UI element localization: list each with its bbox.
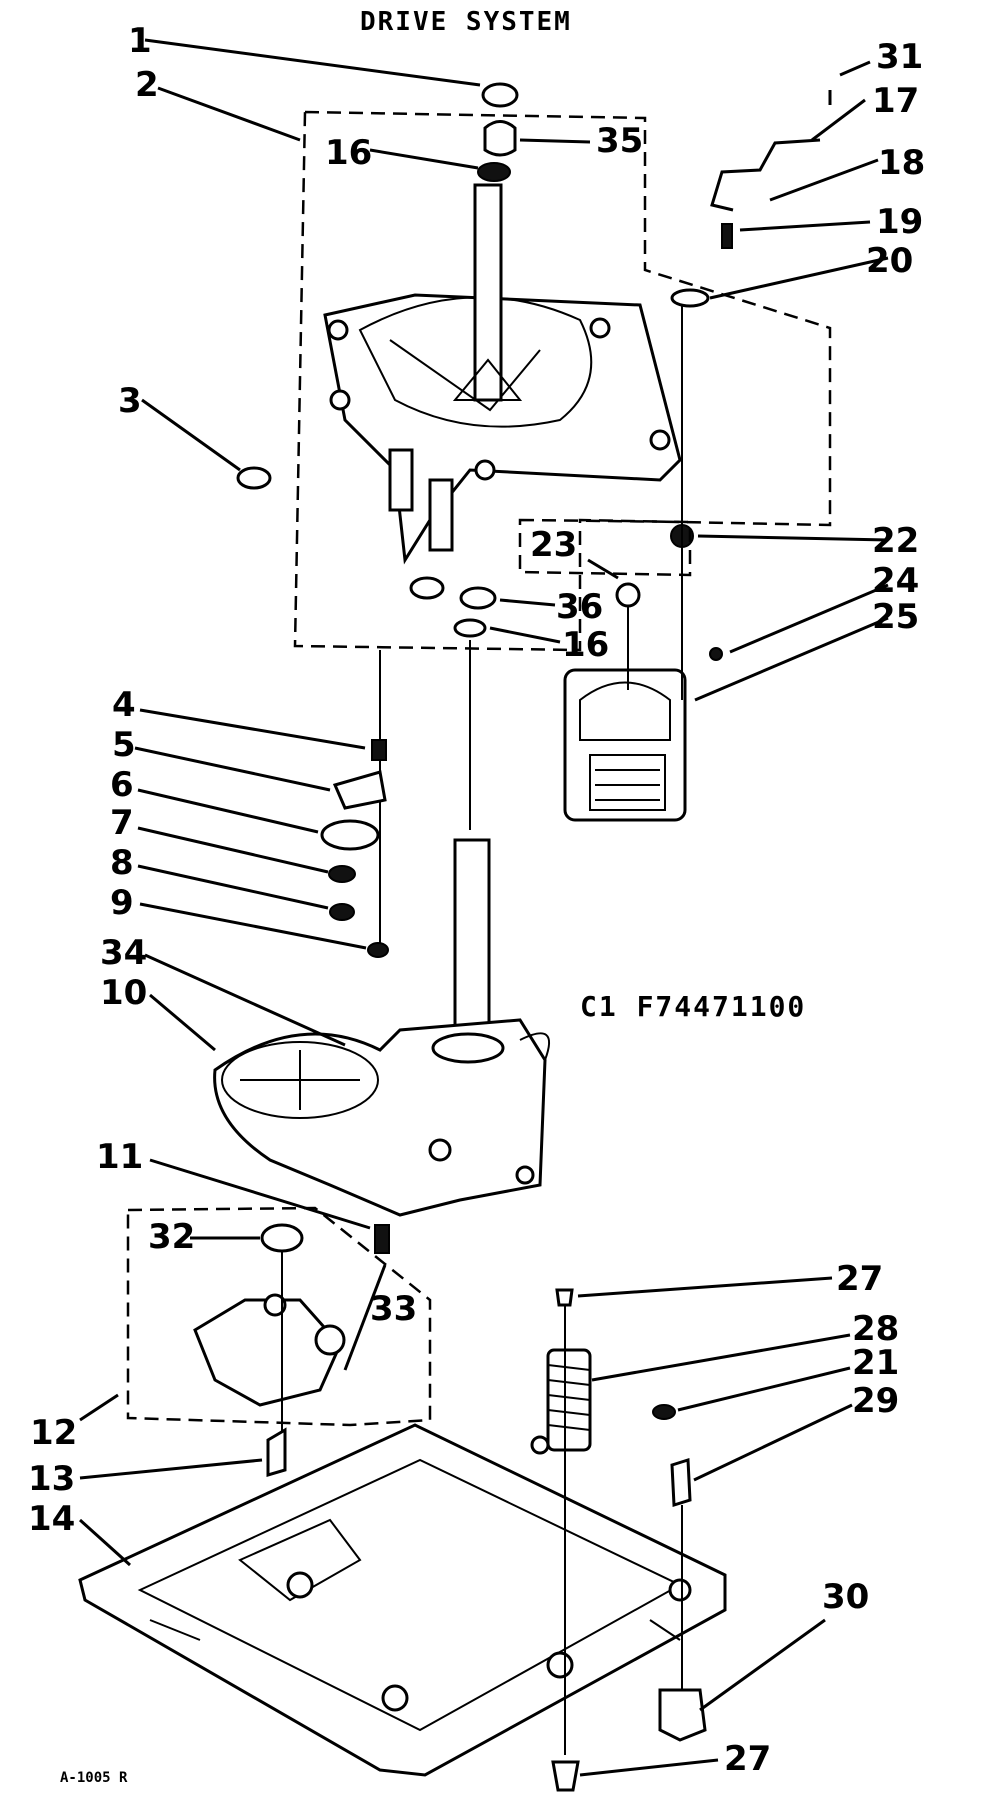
label-23: 23 xyxy=(530,525,577,565)
label-29: 29 xyxy=(852,1381,899,1421)
label-20: 20 xyxy=(866,241,913,281)
label-27-bottom: 27 xyxy=(724,1739,771,1779)
clutch-stack xyxy=(320,650,389,958)
washer-36 xyxy=(459,586,497,610)
label-9: 9 xyxy=(110,883,134,923)
diagram-title: DRIVE SYSTEM xyxy=(360,7,572,37)
label-28: 28 xyxy=(852,1309,899,1349)
label-31: 31 xyxy=(876,37,923,77)
label-30: 30 xyxy=(822,1577,869,1617)
label-35: 35 xyxy=(596,121,643,161)
catalog-code: C1 F74471100 xyxy=(580,990,806,1023)
label-21: 21 xyxy=(852,1343,899,1383)
label-12: 12 xyxy=(30,1413,77,1453)
gearcase xyxy=(213,640,550,1254)
label-33: 33 xyxy=(370,1289,417,1329)
label-25: 25 xyxy=(872,597,919,637)
label-1: 1 xyxy=(128,21,152,61)
washer-16 xyxy=(453,618,487,638)
label-4: 4 xyxy=(112,685,136,725)
label-34: 34 xyxy=(100,933,147,973)
label-32: 32 xyxy=(148,1217,195,1257)
drawing-reference: A-1005 R xyxy=(60,1770,128,1786)
label-3: 3 xyxy=(118,381,142,421)
label-17: 17 xyxy=(872,81,919,121)
part-number-labels: 1 2 16 35 3 31 17 18 19 20 23 22 24 25 3… xyxy=(28,21,925,1779)
label-24: 24 xyxy=(872,561,919,601)
label-5: 5 xyxy=(112,725,136,765)
label-14: 14 xyxy=(28,1499,75,1539)
leader-lines xyxy=(78,38,889,1777)
label-16-mid: 16 xyxy=(562,625,609,665)
label-18: 18 xyxy=(878,143,925,183)
label-10: 10 xyxy=(100,973,147,1013)
label-13: 13 xyxy=(28,1459,75,1499)
label-19: 19 xyxy=(876,202,923,242)
motor-assembly xyxy=(518,90,832,822)
label-22: 22 xyxy=(872,521,919,561)
label-36: 36 xyxy=(556,587,603,627)
label-7: 7 xyxy=(110,803,134,843)
suspension-spring xyxy=(546,1288,707,1792)
label-16-top: 16 xyxy=(325,133,372,173)
label-8: 8 xyxy=(110,843,134,883)
pump-assembly xyxy=(126,1206,432,1478)
label-2: 2 xyxy=(135,65,159,105)
washer-3 xyxy=(236,466,272,490)
transmission-housing xyxy=(293,82,832,652)
label-11: 11 xyxy=(96,1137,143,1177)
label-27-top: 27 xyxy=(836,1259,883,1299)
label-6: 6 xyxy=(110,765,134,805)
base-frame xyxy=(78,1423,727,1777)
